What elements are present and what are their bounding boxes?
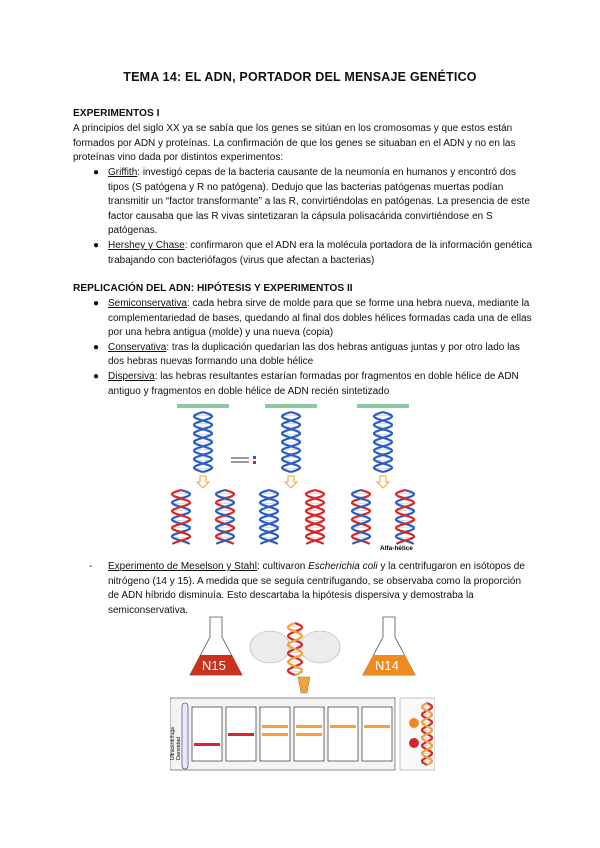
list-item-semiconservativa: ● Semiconservativa: cada hebra sirve de m… xyxy=(89,297,535,341)
item-text: : las hebras resultantes estarían formad… xyxy=(108,370,519,397)
term-griffith: Griffith xyxy=(108,167,138,178)
bullet-icon: ● xyxy=(93,239,100,251)
list-item-dispersiva: ● Dispersiva: las hebras resultantes esta… xyxy=(89,370,535,399)
density-tube xyxy=(191,706,223,762)
term-dispersiva: Dispersiva xyxy=(108,370,155,382)
experiments-list: ● Griffith: investigó cepas de la bacteri… xyxy=(89,166,535,268)
meselson-stahl-item: - Experimento de Meselson y Stahl: culti… xyxy=(89,560,529,618)
hypotheses-list: ● Semiconservativa: cada hebra sirve de m… xyxy=(89,297,535,399)
side-label: Ultracentrífuga xyxy=(170,727,176,760)
caption-bar-conservative xyxy=(265,404,317,408)
parent-helix-0 xyxy=(192,410,214,474)
page-title: TEMA 14: EL ADN, PORTADOR DEL MENSAJE GE… xyxy=(123,70,477,84)
down-arrow-icon xyxy=(195,475,211,489)
term-semiconservativa: Semiconservativa xyxy=(108,298,187,309)
daughter-helix-0 xyxy=(170,488,192,545)
bacteria-left xyxy=(249,630,291,664)
centrifuge-tube-icon xyxy=(297,676,311,694)
flask-n14-label: N14 xyxy=(375,658,399,673)
bullet-icon: ● xyxy=(93,370,100,382)
item-text: : tras la duplicación quedarían las dos … xyxy=(108,341,520,368)
item-text: y la centrifugaron en isótopos de nitróg… xyxy=(108,561,525,616)
dna-band xyxy=(262,733,288,736)
daughter-helix-1 xyxy=(214,488,236,545)
intro-paragraph: A principios del siglo XX ya se sabía qu… xyxy=(73,123,516,164)
daughter-helix-3 xyxy=(304,488,326,545)
density-tube xyxy=(361,706,393,762)
list-item-hershey-chase: ● Hershey y Chase: confirmaron que el ADN… xyxy=(89,239,535,268)
daughter-helix-5 xyxy=(394,488,416,545)
parent-helix-1 xyxy=(280,410,302,474)
n14-dot xyxy=(409,718,419,728)
parent-helices xyxy=(192,410,394,474)
daughter-helix-4 xyxy=(350,488,372,545)
center-helix xyxy=(286,621,304,677)
list-item-conservativa: ● Conservativa: tras la duplicación queda… xyxy=(89,341,535,370)
test-tube-icon xyxy=(181,702,189,770)
dna-band xyxy=(194,743,220,746)
dna-band xyxy=(262,725,288,728)
item-text: : cada hebra sirve de molde para que se … xyxy=(108,298,532,339)
bullet-icon: ● xyxy=(93,167,100,178)
bullet-icon: ● xyxy=(93,341,100,353)
caption-bar-semiconservative xyxy=(177,404,229,408)
inset-helix-strands xyxy=(420,702,434,766)
section-heading-experimentos: EXPERIMENTOS I xyxy=(73,108,160,119)
bacteria-right xyxy=(299,630,341,664)
term-conservativa: Conservativa xyxy=(108,341,167,353)
item-text: : investigó cepas de la bacteria causant… xyxy=(108,167,530,237)
dna-band xyxy=(330,725,356,728)
density-tubes xyxy=(181,702,393,770)
arrows xyxy=(195,475,391,489)
term-meselson-stahl: Experimento de Meselson y Stahl xyxy=(108,561,257,572)
replication-models-figure: Alfa-hélice xyxy=(170,404,416,552)
section-heading-replicacion: REPLICACIÓN DEL ADN: HIPÓTESIS Y EXPERIM… xyxy=(73,283,353,294)
dash-marker: - xyxy=(89,561,93,572)
flask-n14: N14 xyxy=(362,616,416,676)
dna-band xyxy=(296,725,322,728)
daughter-helix-2 xyxy=(258,488,280,545)
orange-red-helix xyxy=(286,621,304,677)
density-tube xyxy=(327,706,359,762)
item-text: : confirmaron que el ADN era la molécula… xyxy=(108,239,533,266)
dna-band xyxy=(364,725,390,728)
daughter-helices xyxy=(170,488,416,545)
flask-n15-label: N15 xyxy=(202,658,226,673)
parent-helix-2 xyxy=(372,410,394,474)
term-hershey-chase: Hershey y Chase xyxy=(108,239,185,251)
inset-helix xyxy=(420,702,434,766)
down-arrow-icon xyxy=(283,475,299,489)
legend xyxy=(231,456,256,464)
bullet-icon: ● xyxy=(93,298,100,309)
meselson-stahl-figure: N15 N14 Densidad Ultracentrífuga xyxy=(170,616,435,771)
item-text: : cultivaron xyxy=(256,561,309,572)
caption-bar-dispersive xyxy=(357,404,409,408)
species-name: Escherichia coli xyxy=(308,561,378,572)
n15-dot xyxy=(409,738,419,748)
figure-label: Alfa-hélice xyxy=(380,545,413,552)
dna-band xyxy=(296,733,322,736)
dna-band xyxy=(228,733,254,736)
down-arrow-icon xyxy=(375,475,391,489)
axis-label-density: Densidad xyxy=(176,737,182,760)
list-item-griffith: ● Griffith: investigó cepas de la bacteri… xyxy=(89,166,535,239)
flask-n15: N15 xyxy=(189,616,243,676)
